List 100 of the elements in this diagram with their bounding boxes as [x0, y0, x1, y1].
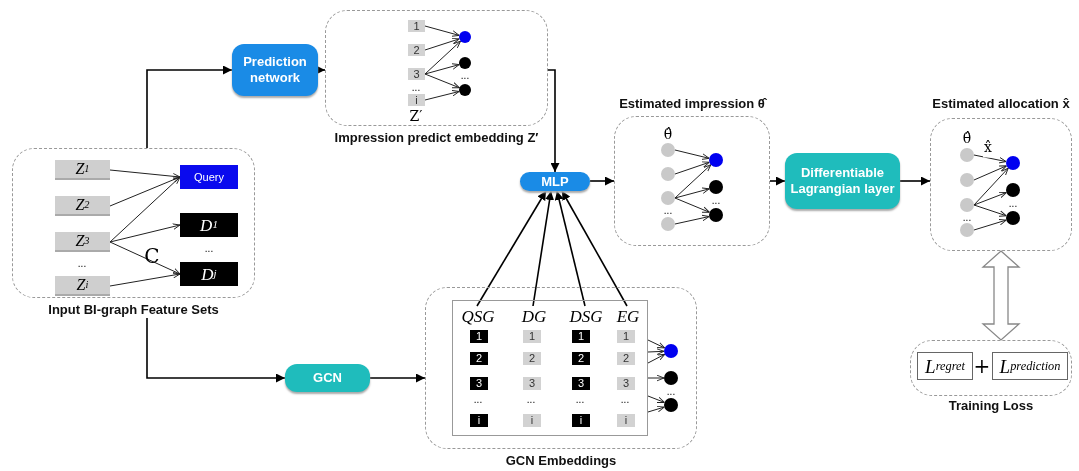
arrow	[647, 395, 665, 403]
arrow	[674, 214, 710, 225]
process-box: MLP	[520, 172, 590, 191]
math-label: θ̂	[962, 128, 972, 148]
column-header: QSG	[460, 307, 496, 325]
dashed-group	[930, 96, 1072, 251]
node-circle	[661, 191, 675, 205]
group-title: Impression predict embedding Z′	[333, 130, 540, 146]
node-circle	[459, 84, 471, 96]
embedding-cell: i	[572, 413, 590, 427]
plus-sign: +	[973, 353, 991, 380]
arrow	[146, 65, 233, 149]
process-box: GCN	[285, 364, 370, 392]
column-header: DSG	[567, 307, 605, 325]
arrow	[532, 190, 555, 307]
ellipsis-text: ...	[77, 259, 87, 269]
embedding-cell: 2	[470, 351, 488, 365]
group-title: Estimated impression θ̂	[618, 96, 768, 112]
dashed-group	[325, 10, 548, 146]
arrow	[424, 37, 460, 51]
arrow	[424, 73, 460, 89]
embedding-cell: 1	[470, 329, 488, 343]
arrow	[973, 204, 1007, 217]
arrow	[973, 167, 1009, 206]
arrow	[109, 176, 181, 243]
node-circle	[459, 57, 471, 69]
embedding-cell: 3	[408, 68, 425, 80]
node-circle	[661, 167, 675, 181]
group-title: GCN Embeddings	[504, 453, 618, 469]
ellipsis-text: ...	[666, 386, 676, 397]
arrow	[424, 25, 460, 37]
embedding-cell: 3	[523, 376, 541, 390]
node-circle	[661, 217, 675, 231]
arrow	[973, 165, 1008, 181]
arrow	[973, 191, 1007, 206]
embedding-cell: 2	[572, 351, 590, 365]
node-circle	[709, 208, 723, 222]
arrow	[647, 405, 665, 413]
group-title: Input BI-graph Feature Sets	[47, 302, 220, 318]
node-circle	[1006, 211, 1020, 225]
embedding-cell: 1	[408, 20, 425, 32]
node-circle	[664, 371, 678, 385]
embedding-cell: 2	[617, 351, 635, 365]
column-header: DG	[520, 307, 548, 325]
embedding-cell: 2	[408, 44, 425, 56]
ellipsis-text: ...	[663, 206, 673, 216]
arrow	[424, 40, 462, 75]
table-panel	[452, 300, 648, 436]
node-circle	[709, 153, 723, 167]
arrow	[547, 69, 560, 173]
arrow	[316, 65, 326, 75]
math-label: C	[144, 243, 160, 270]
embedding-cell: i	[408, 94, 425, 106]
arrow	[674, 164, 712, 199]
embedding-cell: 3	[572, 376, 590, 390]
ellipsis-text: ...	[620, 395, 630, 405]
ellipsis-text: ...	[575, 395, 585, 405]
query-box: Query	[180, 165, 238, 189]
node-circle	[960, 148, 974, 162]
arrow	[476, 190, 547, 307]
arrow	[369, 373, 426, 383]
embedding-cell: 1	[523, 329, 541, 343]
dashed-group	[614, 96, 770, 246]
arrow	[146, 317, 286, 383]
arrow	[109, 241, 181, 275]
ellipsis-text: ...	[411, 83, 421, 93]
column-header: EG	[613, 307, 643, 325]
dashed-group	[12, 148, 255, 318]
arrow	[647, 339, 666, 349]
arrow	[109, 176, 181, 207]
embedding-cell: 1	[617, 329, 635, 343]
node-circle	[960, 223, 974, 237]
embedding-cell: 3	[470, 376, 488, 390]
arrow	[674, 149, 710, 160]
arrow	[769, 176, 786, 186]
arrow	[674, 161, 710, 175]
double-arrow	[981, 250, 1021, 341]
embedding-cell: 1	[572, 329, 590, 343]
ellipsis-text: ...	[473, 395, 483, 405]
node-circle	[664, 344, 678, 358]
arrow	[899, 176, 931, 186]
embedding-cell: i	[617, 413, 635, 427]
math-label: Z′	[409, 106, 423, 126]
ellipsis-text: ...	[962, 212, 972, 223]
ellipsis-text: ...	[460, 71, 470, 81]
node-circle	[459, 31, 471, 43]
arrow	[109, 271, 181, 287]
node-circle	[960, 198, 974, 212]
arrow	[561, 190, 628, 307]
dashed-group	[910, 340, 1072, 414]
node-circle	[1006, 183, 1020, 197]
embedding-cell: i	[523, 413, 541, 427]
arrow	[647, 348, 665, 355]
arrow	[424, 90, 460, 101]
arrow	[589, 176, 615, 186]
arrow	[973, 154, 1007, 164]
group-title: Training Loss	[947, 398, 1035, 414]
embedding-cell: i	[470, 413, 488, 427]
process-box: Prediction network	[232, 44, 318, 96]
math-label: θ̂	[663, 124, 673, 144]
